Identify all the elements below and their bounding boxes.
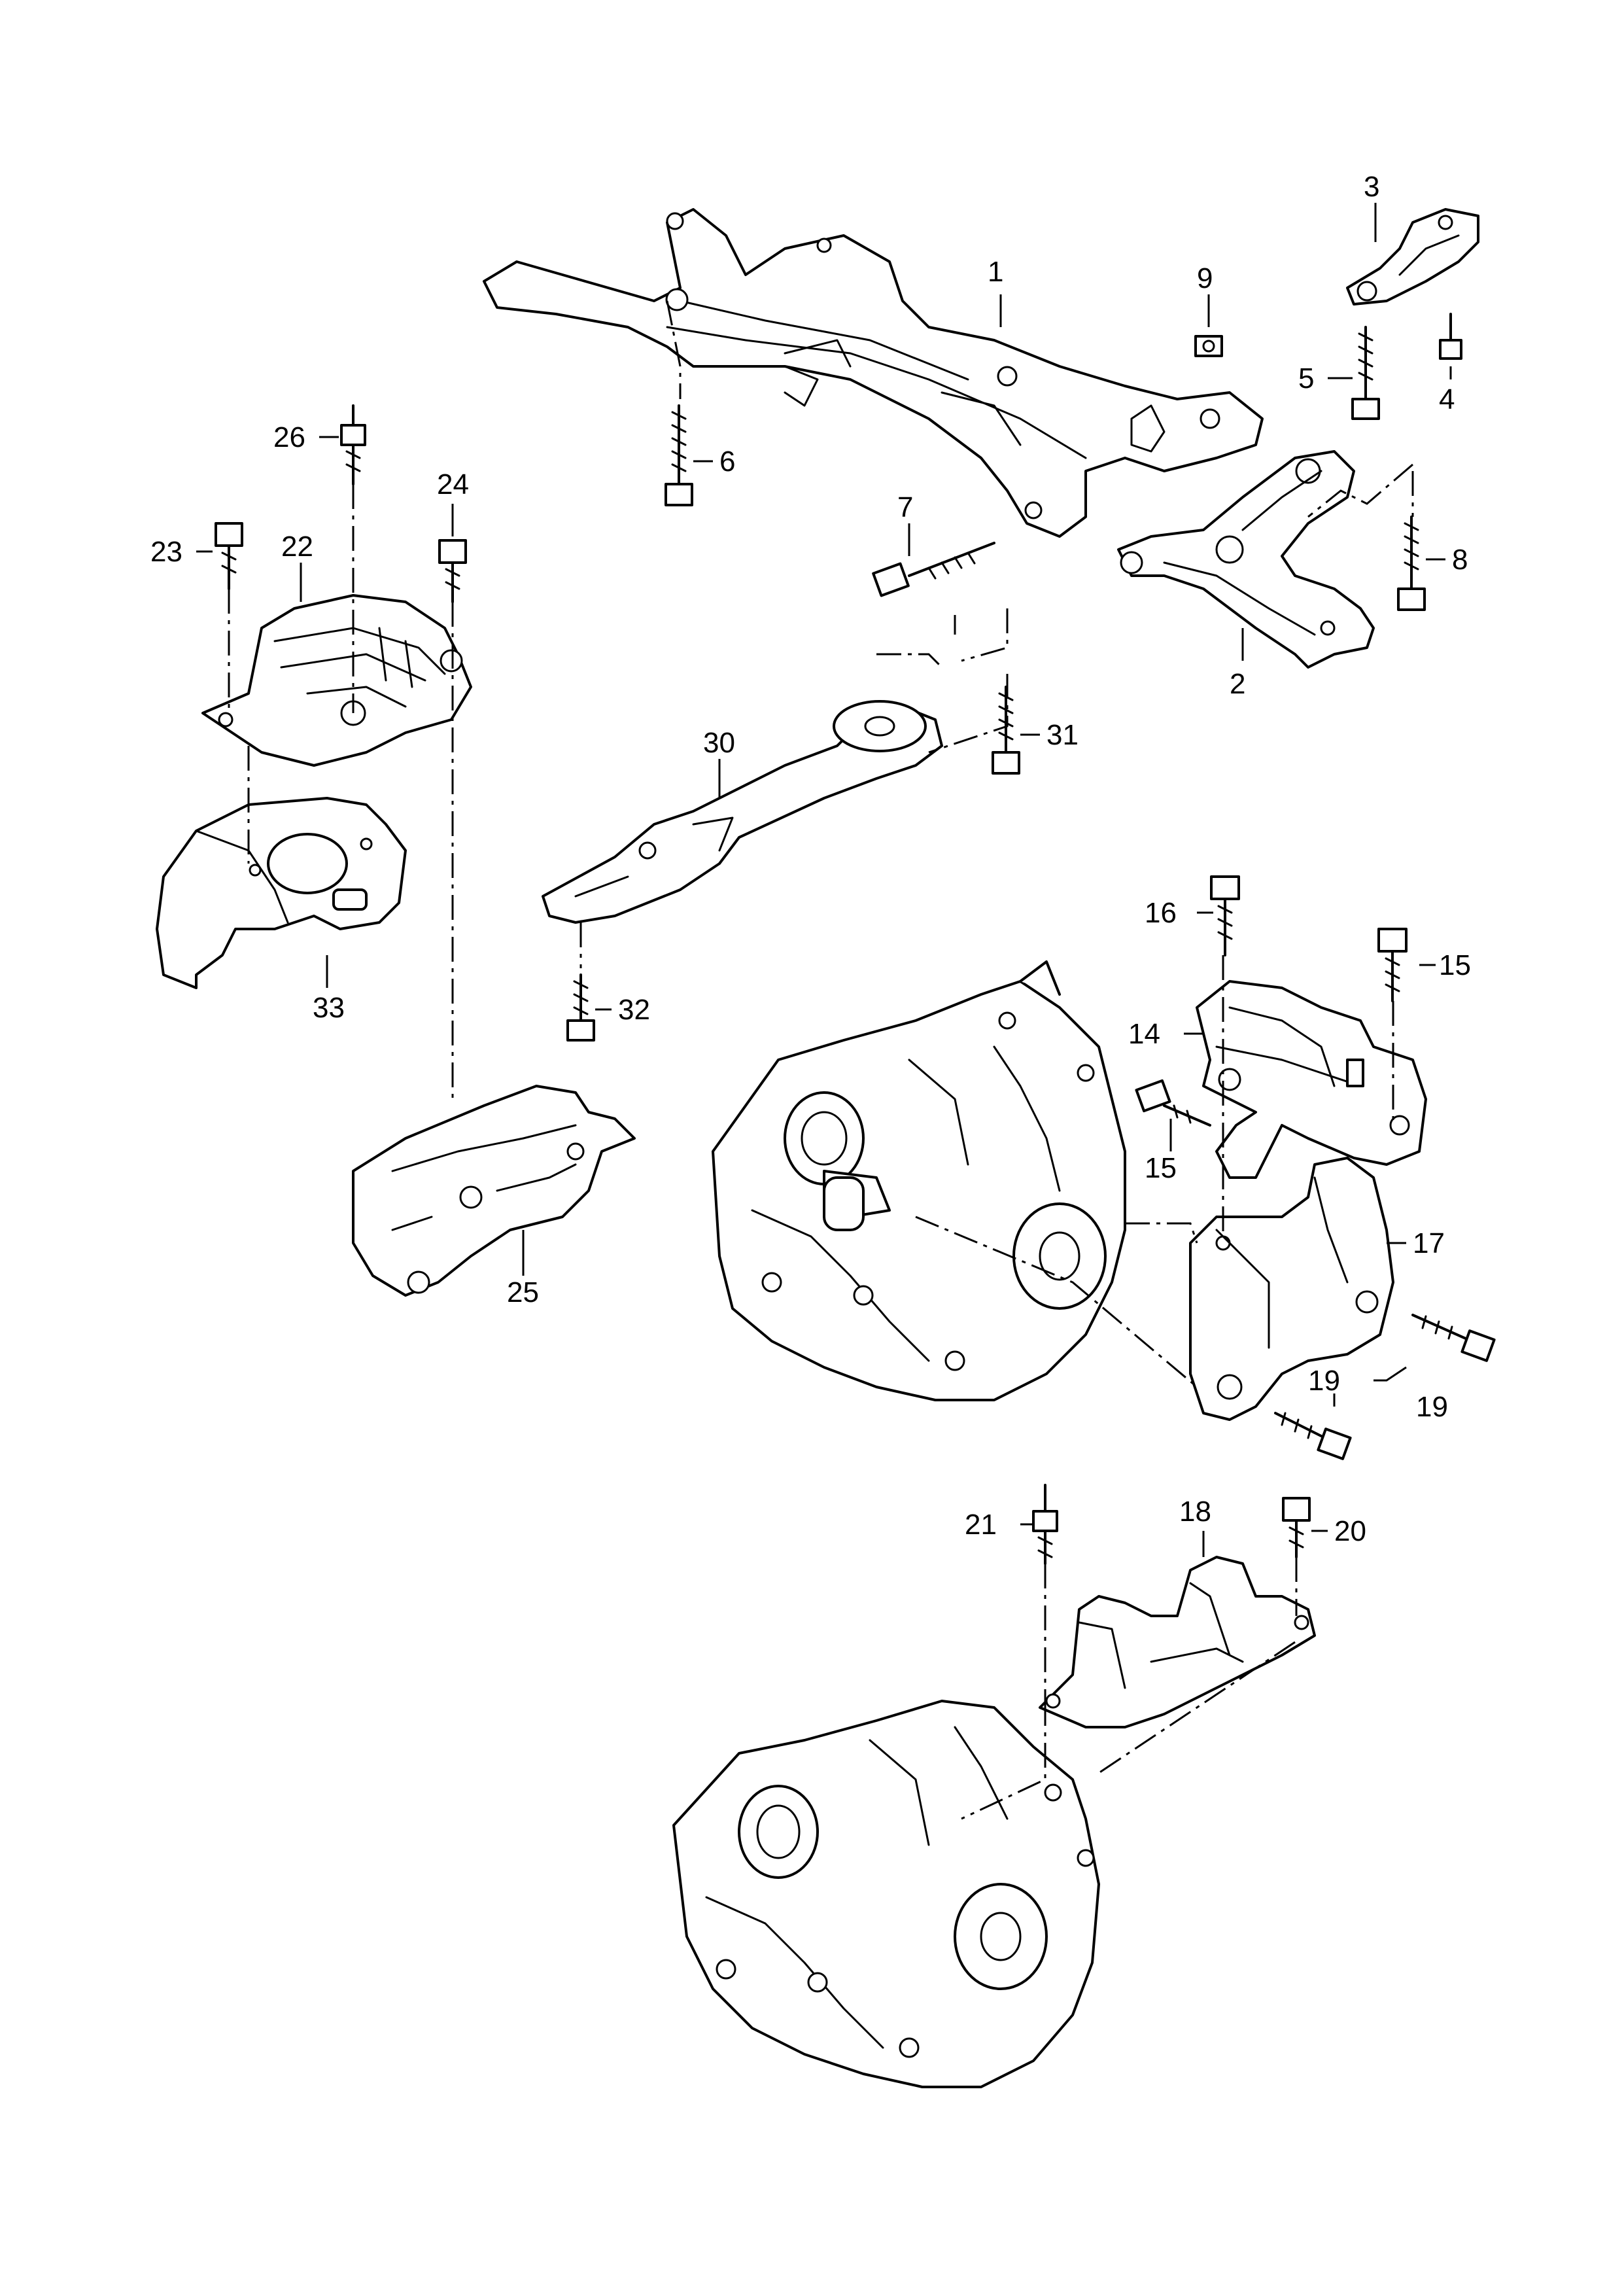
callout-23: 23 (150, 536, 182, 568)
callout-8: 8 (1452, 544, 1468, 576)
bracket-17 (1189, 1157, 1394, 1421)
transmission-mount-18 (1039, 1556, 1316, 1728)
bolt-20 (1282, 1497, 1311, 1558)
bolt-16 (1210, 875, 1240, 956)
callout-19-lower: 19 (1308, 1365, 1340, 1397)
gearbox-mount-14 (1196, 980, 1427, 1179)
callout-24: 24 (437, 468, 469, 500)
callout-9: 9 (1197, 262, 1213, 294)
callout-4: 4 (1439, 383, 1455, 415)
stud-21 (1032, 1484, 1058, 1565)
callout-16: 16 (1145, 897, 1177, 929)
callout-17: 17 (1413, 1227, 1445, 1259)
bolt-31 (992, 686, 1020, 775)
bolt-5 (1351, 326, 1380, 420)
callout-5: 5 (1298, 362, 1314, 394)
leader-lines (196, 203, 1452, 1557)
stud-26 (340, 404, 366, 485)
callout-31: 31 (1046, 719, 1079, 751)
callout-30: 30 (703, 727, 735, 759)
subframe (483, 208, 1264, 538)
callout-26: 26 (273, 421, 305, 453)
callout-7: 7 (897, 491, 913, 523)
callouts: 1 2 3 4 5 6 7 8 9 14 15 15 16 17 18 19 1… (150, 171, 1471, 1547)
callout-2: 2 (1230, 668, 1245, 700)
nut-9 (1194, 335, 1223, 357)
bolt-6 (665, 404, 693, 506)
mount-25 (352, 1085, 636, 1297)
torque-rod-30 (542, 700, 943, 924)
bolt-8 (1397, 516, 1426, 611)
engine-mount-22 (201, 594, 472, 767)
callout-15-upper: 15 (1439, 949, 1471, 981)
control-arm (1117, 450, 1375, 669)
callout-21: 21 (965, 1509, 997, 1541)
callout-19-right: 19 (1416, 1391, 1448, 1423)
bolt-19-right (1411, 1314, 1496, 1362)
callout-20: 20 (1334, 1515, 1366, 1547)
bolt-32 (566, 973, 595, 1042)
assembly-lines (228, 300, 1414, 1820)
callout-25: 25 (507, 1276, 539, 1308)
callout-18: 18 (1179, 1496, 1211, 1528)
callout-6: 6 (719, 446, 735, 478)
callout-22: 22 (281, 531, 313, 563)
bolt-4 (1439, 313, 1462, 360)
gearbox-lower (672, 1700, 1100, 2088)
callout-32: 32 (618, 994, 650, 1026)
bolt-7 (872, 542, 995, 597)
callout-3: 3 (1364, 171, 1379, 203)
bolt-23 (215, 522, 243, 590)
bolt-15-upper (1377, 928, 1408, 1002)
callout-33: 33 (313, 992, 345, 1024)
bolt-19-lower (1274, 1412, 1352, 1460)
bolt-24 (438, 539, 467, 603)
bolt-15-lower (1135, 1079, 1211, 1127)
bracket-3 (1346, 208, 1479, 306)
callout-1: 1 (988, 256, 1003, 288)
callout-14: 14 (1128, 1018, 1160, 1050)
gearbox-upper (712, 960, 1126, 1401)
callout-15-lower: 15 (1145, 1152, 1177, 1184)
heat-shield-33 (156, 797, 407, 989)
